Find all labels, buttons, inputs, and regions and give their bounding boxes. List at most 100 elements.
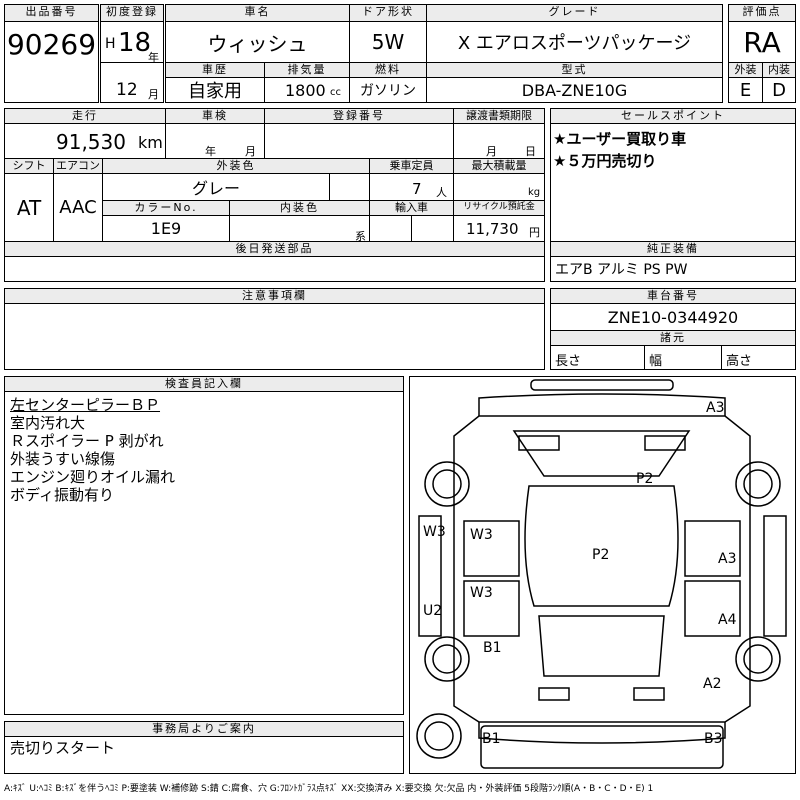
plate-label: 登録番号	[264, 108, 454, 124]
fuel-label: 燃料	[349, 62, 427, 78]
office-note: 売切りスタート	[10, 739, 116, 757]
transfer-day-unit: 日	[525, 145, 536, 158]
fuel: ガソリン	[360, 83, 416, 99]
score-label: 評価点	[728, 4, 796, 22]
inspector-label: 検査員記入欄	[4, 376, 404, 392]
chassis: ZNE10-0344920	[607, 307, 739, 327]
recycle: 11,730	[466, 220, 519, 238]
office-label: 事務局よりご案内	[4, 721, 404, 737]
diagram-frame	[409, 376, 796, 774]
car-damage-diagram	[416, 379, 787, 769]
exterior-color: グレー	[191, 179, 240, 198]
mark-rear-bumper-b3: B3	[704, 731, 723, 747]
year-unit: 年	[148, 51, 159, 64]
later-parts-cell	[4, 256, 545, 282]
reg-year: 18	[118, 28, 152, 58]
interior-color-cell	[229, 215, 370, 242]
exterior-grade: E	[739, 79, 752, 101]
wheel-rear-left	[424, 636, 470, 682]
dims-height: 高さ	[726, 354, 753, 369]
plate-cell	[264, 123, 454, 159]
reg-month-cell	[100, 62, 164, 103]
equipment: エアB アルミ PS PW	[555, 262, 688, 278]
capacity-label: 乗車定員	[369, 158, 454, 174]
notes-cell	[4, 303, 545, 370]
model-label: 型式	[426, 62, 723, 78]
wheel-front-right-inner	[743, 469, 773, 499]
lot-no: 90269	[6, 27, 97, 61]
grade-label: グレード	[426, 4, 723, 22]
dims-height-cell	[721, 345, 796, 370]
wheel-front-left-inner	[432, 469, 462, 499]
mileage-label: 走行	[4, 108, 166, 124]
inspector-note-4: 外装うすい線傷	[10, 450, 116, 468]
inspector-note-3: Ｒスポイラー P 剥がれ	[10, 432, 164, 450]
shift: AT	[16, 195, 42, 220]
taillight-right	[633, 687, 665, 701]
recycle-unit: 円	[529, 226, 540, 239]
color-no-label: カラーNo.	[102, 200, 230, 216]
mark-rear-bumper-b1: B1	[482, 731, 501, 747]
month-unit: 月	[148, 88, 159, 101]
mark-hood-p2: P2	[636, 471, 654, 487]
transfer-label: 譲渡書類期限	[453, 108, 545, 124]
first-reg-label: 初度登録	[100, 4, 164, 22]
history: 自家用	[188, 81, 242, 102]
headlight-right	[644, 435, 686, 451]
front-top-edge	[530, 379, 674, 391]
inspector-note-1: 左センターピラーＢＰ	[10, 396, 161, 414]
ac: AAC	[59, 197, 97, 218]
load-unit: kg	[528, 187, 541, 198]
lot-no-label: 出品番号	[4, 4, 99, 22]
wheel-front-right	[735, 461, 781, 507]
exterior-color-label: 外装色	[102, 158, 370, 174]
office-cell	[4, 736, 404, 774]
inspector-note-6: ボディ振動有り	[10, 486, 114, 504]
side-skirt-right	[763, 515, 787, 637]
recycle-label: リサイクル預託金	[453, 200, 545, 216]
shift-label: シフト	[4, 158, 54, 174]
wheel-rear-left-inner	[432, 644, 462, 674]
ac-label: エアコン	[53, 158, 103, 174]
interior-grade-label: 内装	[762, 62, 796, 78]
wheel-rear-right-inner	[743, 644, 773, 674]
dims-length: 長さ	[555, 354, 582, 369]
inspection-month-unit: 月	[245, 145, 256, 158]
inspector-note-5: エンジン廻りオイル漏れ	[10, 468, 176, 486]
rear-glass	[538, 615, 665, 677]
inspector-cell	[4, 391, 404, 715]
legend: A:ｷｽﾞ U:ﾍｺﾐ B:ｷｽﾞを伴うﾍｺﾐ P:要塗装 W:補修跡 S:錆 …	[4, 784, 654, 794]
interior-color-unit: 系	[355, 230, 366, 243]
mark-left-rear-door-w3: W3	[470, 585, 493, 601]
history-label: 車歴	[165, 62, 265, 78]
import-label: 輸入車	[369, 200, 454, 216]
hood	[512, 430, 691, 477]
interior-color-label: 内装色	[229, 200, 370, 216]
door-front-left	[463, 520, 520, 577]
lot-no-cell	[4, 21, 99, 103]
wheel-rear-right	[735, 636, 781, 682]
side-skirt-left	[418, 515, 442, 637]
sales-point-1: ★ユーザー買取り車	[553, 130, 687, 148]
import-divider	[411, 215, 454, 242]
load-label: 最大積載量	[453, 158, 545, 174]
headlight-left	[518, 435, 560, 451]
mark-roof-p2: P2	[592, 547, 610, 563]
interior-grade-cell	[762, 77, 796, 103]
displacement-label: 排気量	[264, 62, 350, 78]
wheel-front-left	[424, 461, 470, 507]
exterior-color-divider	[329, 173, 370, 201]
inspector-note-2: 室内汚れ大	[10, 414, 86, 432]
car-name-label: 車名	[165, 4, 350, 22]
dims-label: 諸元	[550, 330, 796, 346]
mark-left-skirt-w3: W3	[423, 524, 446, 540]
grade: X エアロスポーツパッケージ	[457, 33, 692, 54]
body-outline	[453, 415, 751, 723]
door-rear-right	[684, 580, 741, 637]
color-no: 1E9	[150, 219, 182, 238]
mark-left-quarter-b1: B1	[483, 640, 502, 656]
car-name: ウィッシュ	[207, 31, 308, 56]
equipment-label: 純正装備	[550, 241, 796, 257]
equipment-cell	[550, 256, 796, 282]
era: H	[105, 36, 116, 52]
